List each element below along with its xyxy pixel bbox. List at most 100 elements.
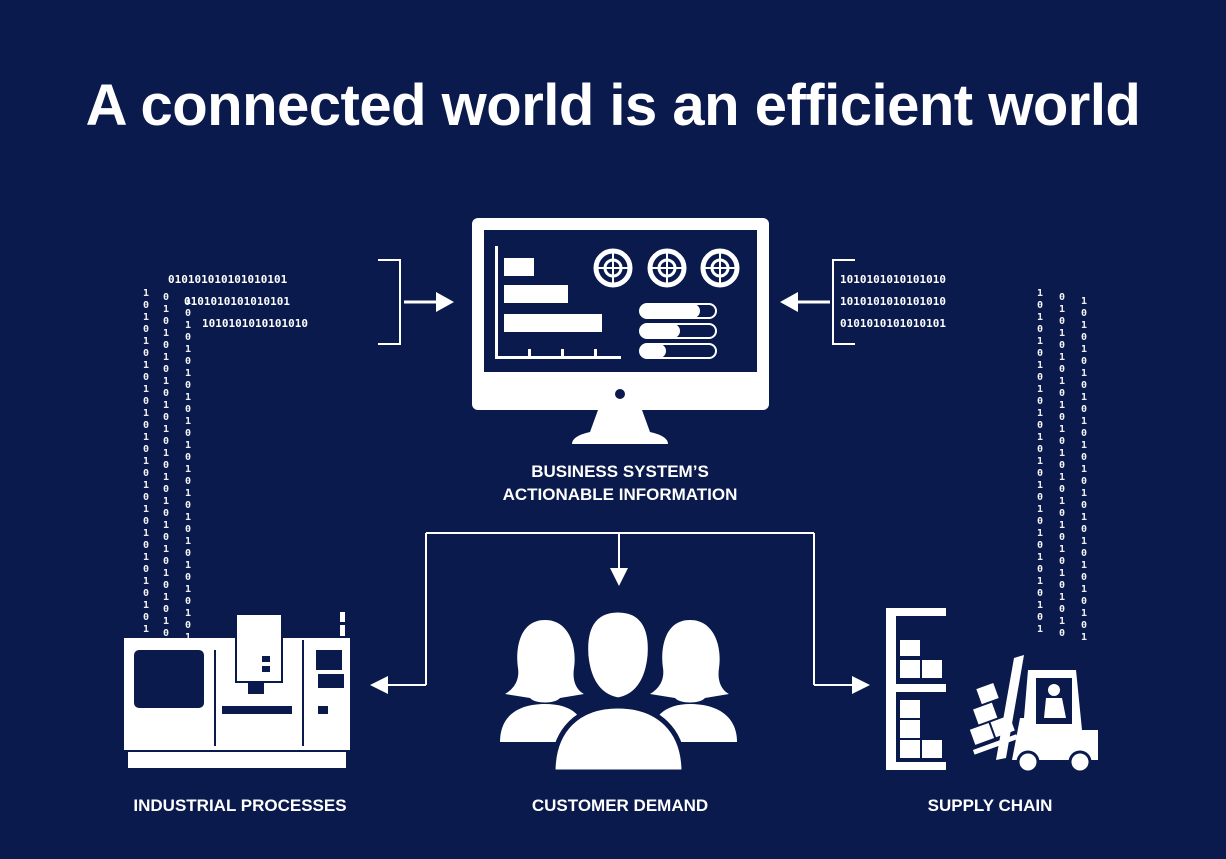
binary-digit-right: 1 [1059, 568, 1065, 579]
binary-digit-right: 0 [1081, 308, 1087, 319]
binary-digit-right: 0 [1037, 396, 1043, 407]
binary-digit-right: 1 [1081, 320, 1087, 331]
binary-stream-right: 1010101010101010 1010101010101010 010101… [840, 273, 946, 330]
binary-digit-right: 1 [1037, 528, 1043, 539]
binary-digit-left: 1 [185, 536, 191, 547]
binary-digit-right: 1 [1059, 400, 1065, 411]
binary-digit-right: 1 [1081, 392, 1087, 403]
binary-digit-right: 1 [1059, 304, 1065, 315]
binary-digit-left: 1 [185, 584, 191, 595]
gauge-icons [593, 248, 740, 288]
customer-demand-label: CUSTOMER DEMAND [531, 796, 709, 815]
binary-digit-right: 0 [1081, 476, 1087, 487]
binary-digit-right: 0 [1059, 388, 1065, 399]
binary-digit-right: 1 [1059, 448, 1065, 459]
binary-digit-right: 0 [1059, 460, 1065, 471]
binary-digit-right: 0 [1081, 428, 1087, 439]
binary-row-right-2: 1010101010101010 [840, 295, 946, 308]
binary-digit-right: 0 [1059, 508, 1065, 519]
binary-digit-right: 0 [1037, 588, 1043, 599]
binary-digit-left: 1 [185, 512, 191, 523]
binary-digit-left: 0 [143, 420, 149, 431]
binary-digit-right: 1 [1081, 464, 1087, 475]
binary-digit-left: 0 [143, 540, 149, 551]
binary-digit-left: 1 [163, 616, 169, 627]
binary-digit-left: 0 [143, 516, 149, 527]
binary-digit-right: 1 [1081, 344, 1087, 355]
binary-digit-left: 0 [185, 308, 191, 319]
binary-digit-right: 1 [1037, 480, 1043, 491]
binary-digit-left: 1 [185, 392, 191, 403]
binary-digit-left: 0 [185, 620, 191, 631]
binary-digit-left: 0 [163, 508, 169, 519]
binary-digit-right: 1 [1059, 520, 1065, 531]
binary-digit-left: 0 [163, 388, 169, 399]
binary-digit-left: 1 [163, 544, 169, 555]
arrow-to-supply-icon [852, 676, 870, 694]
binary-digit-left: 0 [185, 404, 191, 415]
binary-digit-left: 1 [163, 520, 169, 531]
binary-row-left-1: 010101010101010101 [168, 273, 288, 286]
business-system-label-line2: ACTIONABLE INFORMATION [502, 485, 738, 504]
progress-bars-icon [639, 303, 717, 359]
binary-digit-right: 0 [1037, 492, 1043, 503]
binary-digit-left: 1 [163, 352, 169, 363]
cnc-machine-icon [124, 612, 350, 768]
binary-digit-right: 0 [1059, 628, 1065, 639]
binary-digit-left: 0 [163, 484, 169, 495]
binary-digit-left: 1 [185, 488, 191, 499]
binary-digit-right: 1 [1059, 616, 1065, 627]
business-system-label: BUSINESS SYSTEM’S ACTIONABLE INFORMATION [470, 460, 770, 506]
binary-digit-left: 0 [143, 492, 149, 503]
binary-digit-right: 1 [1037, 624, 1043, 635]
binary-digit-left: 0 [185, 428, 191, 439]
binary-digit-right: 0 [1059, 316, 1065, 327]
binary-digit-right: 0 [1037, 300, 1043, 311]
binary-digit-left: 0 [185, 548, 191, 559]
industrial-processes-label: INDUSTRIAL PROCESSES [133, 796, 347, 815]
binary-digit-right: 0 [1081, 356, 1087, 367]
binary-digit-right: 0 [1037, 444, 1043, 455]
arrow-to-industrial-icon [370, 676, 388, 694]
binary-digit-right: 1 [1081, 368, 1087, 379]
binary-digit-left: 0 [185, 452, 191, 463]
binary-digit-left: 0 [143, 612, 149, 623]
binary-digit-right: 0 [1081, 452, 1087, 463]
binary-digit-left: 1 [185, 368, 191, 379]
binary-digit-left: 0 [143, 348, 149, 359]
binary-digit-right: 0 [1081, 500, 1087, 511]
binary-digit-right: 1 [1037, 288, 1043, 299]
people-group-icon [500, 607, 737, 775]
business-system-label-line1: BUSINESS SYSTEM’S [531, 462, 709, 481]
binary-digit-right: 1 [1059, 424, 1065, 435]
binary-digit-right: 0 [1037, 564, 1043, 575]
binary-digit-left: 0 [185, 596, 191, 607]
binary-digit-left: 0 [163, 460, 169, 471]
binary-digit-left: 1 [143, 360, 149, 371]
arrow-to-customer-icon [610, 568, 628, 586]
binary-digit-right: 0 [1081, 404, 1087, 415]
binary-digit-right: 1 [1037, 504, 1043, 515]
binary-digit-left: 1 [185, 296, 191, 307]
binary-digit-left: 1 [185, 464, 191, 475]
binary-digit-left: 1 [143, 288, 149, 299]
binary-digit-right: 0 [1059, 556, 1065, 567]
binary-digit-right: 1 [1059, 496, 1065, 507]
binary-digit-right: 1 [1081, 488, 1087, 499]
binary-digit-left: 1 [163, 496, 169, 507]
monitor-icon [472, 218, 769, 444]
binary-digit-left: 0 [143, 372, 149, 383]
binary-digit-right: 0 [1059, 532, 1065, 543]
binary-digit-right: 1 [1081, 296, 1087, 307]
binary-digit-left: 1 [143, 432, 149, 443]
binary-digit-left: 0 [143, 396, 149, 407]
binary-digit-right: 1 [1081, 608, 1087, 619]
supply-chain-label: SUPPLY CHAIN [927, 796, 1053, 815]
binary-digit-left: 1 [185, 440, 191, 451]
distribution-connector [388, 532, 852, 686]
bracket-right [832, 259, 855, 345]
binary-digit-right: 0 [1081, 596, 1087, 607]
binary-digit-left: 0 [143, 564, 149, 575]
binary-digit-right: 0 [1059, 292, 1065, 303]
binary-digit-right: 0 [1037, 540, 1043, 551]
